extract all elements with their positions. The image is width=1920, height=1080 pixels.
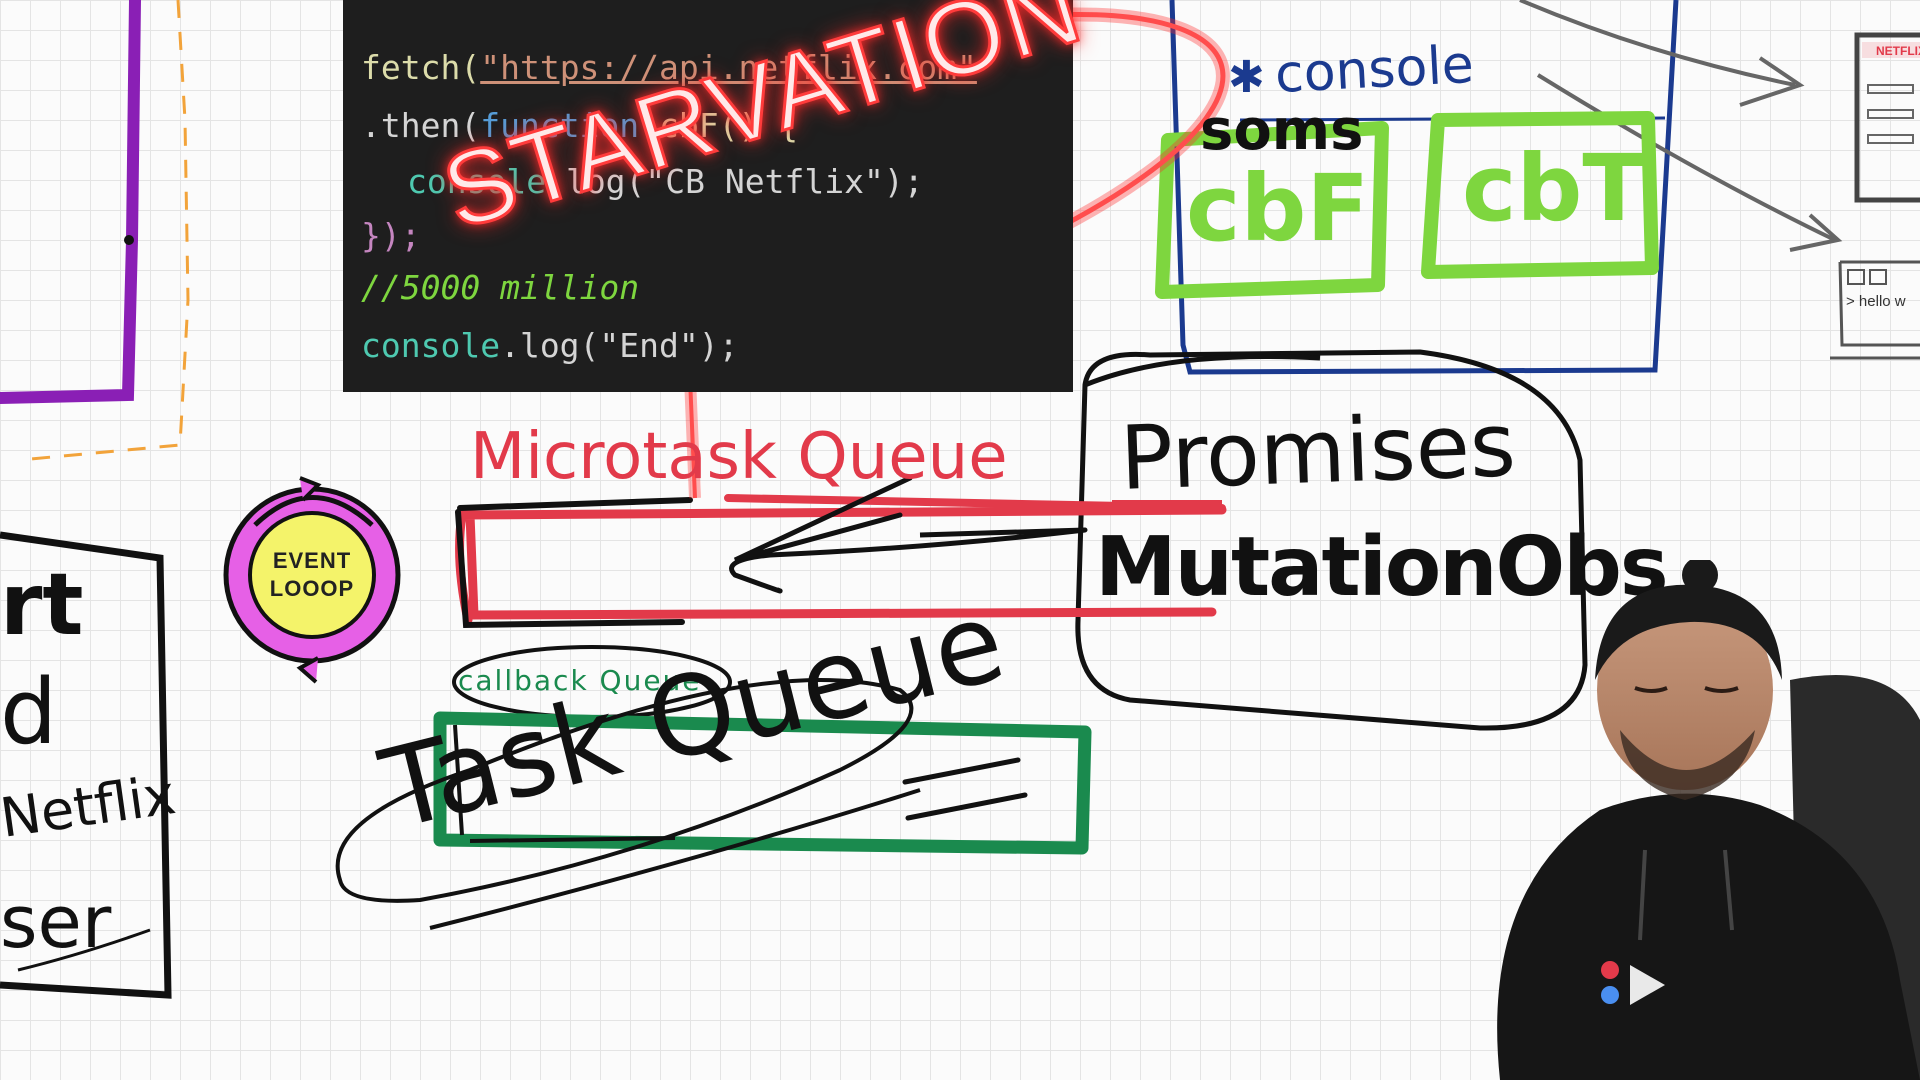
microtask-queue-outline	[455, 497, 693, 629]
cbt-box	[1421, 111, 1659, 279]
promises-box	[1075, 349, 1588, 731]
scope-label: soms	[1200, 98, 1364, 163]
gray-arrow-2	[1536, 73, 1836, 242]
code-line-log-end: console.log("End");	[361, 326, 739, 365]
gray-arrow-2-head	[1789, 213, 1843, 252]
mini-browser-2	[1830, 260, 1920, 360]
left-black-box	[0, 531, 172, 999]
code-editor-panel: fetch("https://api.netflix.com" .then(fu…	[343, 0, 1073, 392]
mini-browser-console: > hello w	[1846, 293, 1906, 310]
equals-mark	[902, 757, 1028, 821]
left-text-1: rt	[0, 555, 84, 655]
purple-frame	[0, 0, 141, 404]
promises-to-microtask-arrow	[729, 527, 1088, 594]
code-line-log-cb: console.log("CB Netflix");	[407, 162, 924, 201]
promises-underline	[1112, 500, 1222, 506]
code-line-then: .then(function cbF() {	[361, 106, 799, 145]
gray-arrow-1-head	[1739, 56, 1805, 107]
presenter-body	[1497, 793, 1920, 1080]
microtask-queue-label: Microtask Queue	[470, 420, 1008, 494]
mutation-observer-label: MutationObs	[1095, 520, 1669, 615]
event-loop-line1: EVENT	[272, 548, 352, 573]
task-queue-box	[433, 711, 1092, 855]
loop-arrow-icon	[253, 495, 374, 527]
presenter-webcam	[1497, 560, 1920, 1080]
event-loop-badge	[223, 476, 401, 684]
task-queue-oval	[335, 678, 914, 903]
gray-arrow-1	[1519, 0, 1796, 87]
promises-label: Promises	[1118, 393, 1518, 510]
dashed-orange-frame	[19, 0, 190, 462]
purple-frame-dot	[124, 235, 134, 245]
hoodie-logo-icon	[1601, 961, 1665, 1005]
mini-browser-brand: NETFLIX	[1876, 44, 1920, 58]
navy-frame	[1169, 0, 1679, 375]
cbf-box	[1155, 121, 1389, 299]
event-loop-line2: LOOOP	[269, 576, 355, 601]
code-line-comment: //5000 million	[361, 268, 640, 307]
cbf-label: cbF	[1186, 155, 1370, 262]
code-line-fetch: fetch("https://api.netflix.com"	[361, 48, 977, 87]
mini-browser-1	[1854, 32, 1920, 203]
console-bullet: ✱	[1228, 52, 1265, 103]
left-text-2: d	[0, 660, 58, 765]
console-label: console	[1273, 34, 1476, 106]
cbt-label: cbT	[1462, 135, 1646, 242]
left-text-4: ser	[0, 880, 112, 964]
code-line-close: });	[361, 216, 421, 255]
presenter-head	[1597, 590, 1773, 790]
callback-queue-label: callback Queue	[458, 664, 702, 697]
